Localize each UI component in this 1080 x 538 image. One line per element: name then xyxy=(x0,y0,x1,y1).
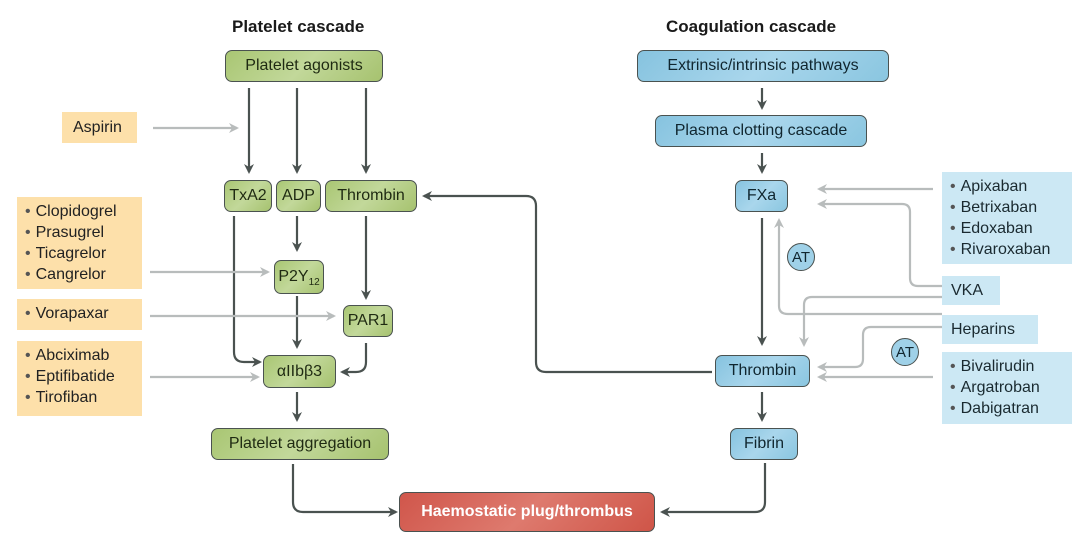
drug-item: Clopidogrel xyxy=(25,201,134,222)
drug-item: Apixaban xyxy=(950,176,1064,197)
coagulation-cascade-title: Coagulation cascade xyxy=(666,17,837,36)
drug-item: Ticagrelor xyxy=(25,243,134,264)
node-txa2: TxA2 xyxy=(224,180,272,212)
node-haemostatic-plug: Haemostatic plug/thrombus xyxy=(399,492,655,532)
platelet-cascade-title: Platelet cascade xyxy=(232,17,365,36)
drug-item: Edoxaban xyxy=(950,218,1064,239)
antithrombin-badge-lower: AT xyxy=(891,338,919,366)
node-integrin: αIIbβ3 xyxy=(263,355,336,388)
drug-item: Dabigatran xyxy=(950,398,1064,419)
drug-item: Tirofiban xyxy=(25,387,134,408)
drug-group-p2y12: Clopidogrel Prasugrel Ticagrelor Cangrel… xyxy=(17,197,142,289)
drug-item: Argatroban xyxy=(950,377,1064,398)
node-fibrin: Fibrin xyxy=(730,428,798,460)
drug-group-par1: Vorapaxar xyxy=(17,299,142,330)
arrow-vka-fxa xyxy=(817,199,942,288)
drug-vka: VKA xyxy=(942,276,1000,305)
drug-aspirin: Aspirin xyxy=(62,112,137,143)
node-platelet-thrombin: Thrombin xyxy=(325,180,417,212)
node-platelet-aggregation: Platelet aggregation xyxy=(211,428,389,460)
arrow-heparins-fxa xyxy=(774,218,942,316)
drug-group-gp-iib-iiia: Abciximab Eptifibatide Tirofiban xyxy=(17,341,142,416)
node-plasma-clotting: Plasma clotting cascade xyxy=(655,115,867,147)
drug-heparins: Heparins xyxy=(942,315,1038,344)
drug-item: Eptifibatide xyxy=(25,366,134,387)
arrow-par1-integrin xyxy=(340,343,368,377)
node-par1: PAR1 xyxy=(343,305,393,337)
arrow-coag-thrombin-to-platelet-thrombin xyxy=(422,191,712,374)
arrow-vka-thrombin xyxy=(799,295,942,347)
drug-item: Abciximab xyxy=(25,345,134,366)
drug-group-thrombin-inhibitors: Bivalirudin Argatroban Dabigatran xyxy=(942,352,1072,424)
node-coag-thrombin: Thrombin xyxy=(715,355,810,387)
drug-group-fxa-inhibitors: Apixaban Betrixaban Edoxaban Rivaroxaban xyxy=(942,172,1072,264)
node-extrinsic-intrinsic: Extrinsic/intrinsic pathways xyxy=(637,50,889,82)
drug-item: Prasugrel xyxy=(25,222,134,243)
p2y12-subscript: 12 xyxy=(308,276,320,288)
node-adp: ADP xyxy=(276,180,321,212)
arrow-aggregation-outcome xyxy=(291,464,398,517)
drug-item: Cangrelor xyxy=(25,264,134,285)
node-fxa: FXa xyxy=(735,180,788,212)
drug-item: Bivalirudin xyxy=(950,356,1064,377)
drug-item: Betrixaban xyxy=(950,197,1064,218)
arrow-txa2-integrin xyxy=(232,216,262,367)
node-platelet-agonists: Platelet agonists xyxy=(225,50,383,82)
arrow-heparins-thrombin xyxy=(817,325,942,372)
drug-item: Rivaroxaban xyxy=(950,239,1064,260)
drug-item: Vorapaxar xyxy=(25,303,134,324)
arrow-fibrin-outcome xyxy=(660,463,767,517)
p2y12-label: P2Y xyxy=(278,268,309,285)
antithrombin-badge-upper: AT xyxy=(787,243,815,271)
